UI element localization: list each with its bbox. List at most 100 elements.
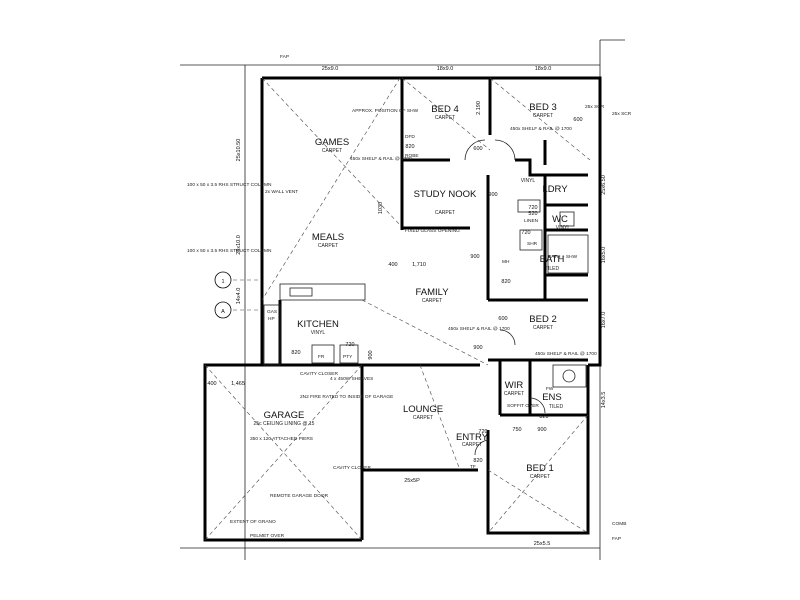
dim-400: 400 <box>388 262 397 268</box>
room-games-finish: CARPET <box>322 148 342 154</box>
dim-720-entry: 720 <box>478 429 487 435</box>
room-wir-finish: CARPET <box>504 391 524 397</box>
note-gas: GAS <box>267 309 277 315</box>
dim-bed1-bottom: 25x5.5 <box>534 541 551 547</box>
room-lounge-finish: CARPET <box>413 415 433 421</box>
note-linen: LINEN <box>524 218 539 224</box>
note-tf: TF <box>470 464 476 470</box>
note-opening: FIXED GLASS OPENING <box>405 228 460 234</box>
room-bed4-name: BED 4 <box>431 104 458 115</box>
note-garage-piers: 350 x 120 ATTACHED PIERS <box>250 436 313 442</box>
lounge-diagonal <box>419 364 461 471</box>
door-bed4 <box>464 139 486 161</box>
note-scr-right: 25x SCR <box>612 111 632 117</box>
grid-a-marker <box>214 301 232 319</box>
note-shelf-bed3: 450x SHELF & RAIL @ 1700 <box>510 126 572 132</box>
dim-750: 750 <box>512 427 521 433</box>
room-wir-name: WIR <box>505 380 524 391</box>
garage-outer-wall <box>203 363 362 542</box>
note-soffit-over: SOFFIT OVER <box>507 403 539 409</box>
dim-600-bed3: 600 <box>573 117 582 123</box>
dim-1030: 1030 <box>378 202 384 214</box>
door-bed3 <box>494 139 516 161</box>
wall-bed3-bottom <box>515 158 588 177</box>
note-fap-top: FAP <box>280 54 289 60</box>
dim-720-kitchen: 720 <box>345 342 354 348</box>
note-shelf-family: 450x SHELF & RAIL @ 1700 <box>448 326 510 332</box>
dim-520: 520 <box>528 211 537 217</box>
dim-720-wc: 720 <box>521 230 530 236</box>
note-fap-bottom: FAP <box>612 536 621 542</box>
room-garage-name: GARAGE <box>264 410 305 421</box>
room-entry-finish: CARPET <box>462 442 482 448</box>
bed4-diagonal <box>401 77 491 151</box>
room-bed3-finish: CARPET <box>533 113 553 119</box>
room-bed2-name: BED 2 <box>529 314 556 325</box>
wc-toilet <box>559 211 575 227</box>
games-diagonal-2 <box>261 77 401 301</box>
note-robe: ROBE <box>405 153 419 159</box>
room-wc-name: WC <box>552 214 568 225</box>
dim-top-games: 25x9.0 <box>322 66 339 72</box>
room-garage-finish: 25c CEILING LINING @ 15 <box>254 421 315 427</box>
note-shelf-bed2: 450x SHELF & RAIL @ 1700 <box>535 351 597 357</box>
room-kitchen-finish: VINYL <box>311 330 326 336</box>
note-comb: COMB <box>612 521 626 527</box>
note-dfd: DFD <box>405 134 415 140</box>
dim-left-upper: 25x10.50 <box>236 139 242 162</box>
room-bed1-name: BED 1 <box>526 463 553 474</box>
room-meals-finish: CARPET <box>318 243 338 249</box>
room-ldry-finish: VINYL <box>521 178 536 184</box>
note-garage-door: REMOTE GARAGE DOOR <box>270 493 329 499</box>
linen-cupboard <box>517 199 541 213</box>
room-wc-finish: VINYL <box>556 225 571 231</box>
room-bed1-finish: CARPET <box>530 474 550 480</box>
ensuite-basin <box>562 369 576 383</box>
note-fw: FW <box>546 386 554 392</box>
ensuite-shower <box>552 364 587 388</box>
bath-vanity <box>519 229 543 251</box>
room-family-finish: CARPET <box>422 298 442 304</box>
kitchen-sink <box>289 287 313 297</box>
note-fridge: FR <box>318 354 325 360</box>
games-diagonal-1 <box>261 77 401 226</box>
note-pty: PTY <box>343 354 353 360</box>
note-struct-column-2: 100 x 50 x 3.5 RHS STRUCT COLUMN <box>187 248 272 254</box>
note-mh: MH <box>502 259 510 265</box>
dim-900-study: 900 <box>488 192 497 198</box>
room-meals-name: MEALS <box>312 232 344 243</box>
dim-900-bed2: 900 <box>473 345 482 351</box>
room-study-finish: CARPET <box>435 210 455 216</box>
room-bath-finish: TILED <box>545 266 560 272</box>
dim-sp-under-lounge: 25x5P <box>404 478 420 484</box>
grid-1-label: 1 <box>221 279 224 285</box>
dim-820-ens: 820 <box>539 414 548 420</box>
note-shr: SHR <box>527 241 538 247</box>
note-approx-shw: APPROX. POSITION OF SHW <box>352 108 419 114</box>
lounge-bottom-wall <box>360 468 478 540</box>
dim-right-bath: 16x5.0 <box>601 247 607 264</box>
room-ens-finish: TILED <box>549 404 564 410</box>
note-cavity-closer-garage: CAVITY CLOSER <box>333 465 371 471</box>
note-pelmet: PELMET OVER <box>250 533 285 539</box>
room-ldry-name: LDRY <box>542 184 568 195</box>
kitchen-island-bench <box>279 283 366 301</box>
door-entry <box>474 439 489 456</box>
dim-right-ens: 14x3.5 <box>601 392 607 409</box>
note-extent-grano: EXTENT OF GRANO <box>230 519 276 525</box>
dim-900-ens: 900 <box>537 427 546 433</box>
grid-a-label: A <box>221 309 225 315</box>
room-ens-name: ENS <box>542 392 562 403</box>
note-bath-shw: BATH + SHW <box>548 254 578 260</box>
pantry <box>339 344 359 364</box>
door-ens <box>529 397 546 414</box>
note-hp: HP <box>268 316 275 322</box>
note-wall-vent: 2x WALL VENT <box>265 189 298 195</box>
door-bed2 <box>499 329 516 346</box>
bed1-diagonal-2 <box>487 414 589 534</box>
room-entry-name: ENTRY <box>456 432 489 443</box>
dim-600-bed2: 600 <box>498 316 507 322</box>
dim-400-garage: 400 <box>207 381 216 387</box>
dim-top-bed3: 18x9.0 <box>535 66 552 72</box>
